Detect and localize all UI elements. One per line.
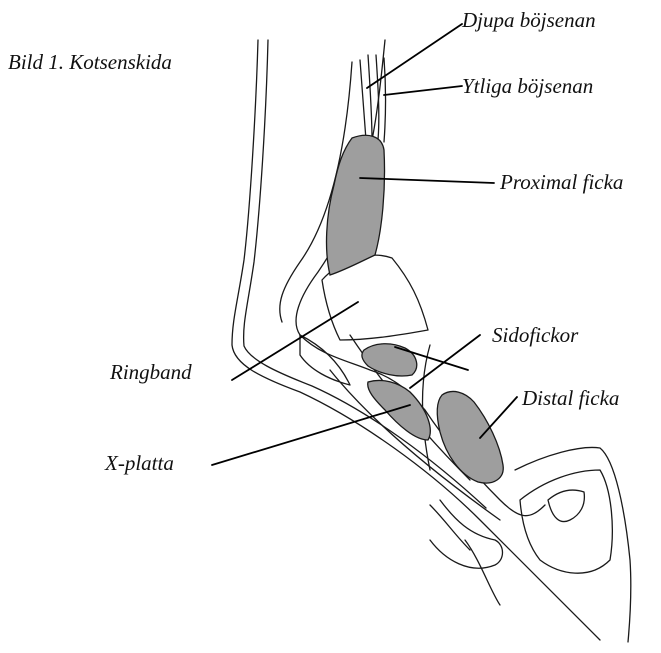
- side-pocket-lower: [368, 380, 431, 440]
- leader-sidofickor-1: [410, 335, 480, 388]
- label-x-platta: X-platta: [105, 453, 174, 474]
- figure-title: Bild 1. Kotsenskida: [8, 52, 172, 73]
- label-ringband: Ringband: [110, 362, 192, 383]
- label-ytliga-bojsenan: Ytliga böjsenan: [462, 76, 593, 97]
- tendon-fibres-1: [368, 55, 372, 140]
- leader-ytliga: [384, 86, 462, 95]
- label-djupa-bojsenan: Djupa böjsenan: [462, 10, 596, 31]
- distal-pocket: [437, 391, 503, 483]
- tendon-fibres-3: [384, 58, 386, 142]
- pastern-bone: [430, 500, 503, 568]
- label-proximal-ficka: Proximal ficka: [500, 172, 623, 193]
- label-distal-ficka: Distal ficka: [522, 388, 619, 409]
- tendon-deep: [360, 60, 366, 140]
- label-sidofickor: Sidofickor: [492, 325, 578, 346]
- hoof-detail: [548, 490, 584, 522]
- side-pocket-upper: [362, 344, 417, 376]
- proximal-pocket: [327, 135, 385, 275]
- leader-distal: [480, 397, 517, 438]
- leader-xplatta: [212, 405, 410, 465]
- leader-ringband: [232, 302, 358, 380]
- leader-djupa: [367, 24, 462, 88]
- tendon-fibres-2: [376, 55, 379, 140]
